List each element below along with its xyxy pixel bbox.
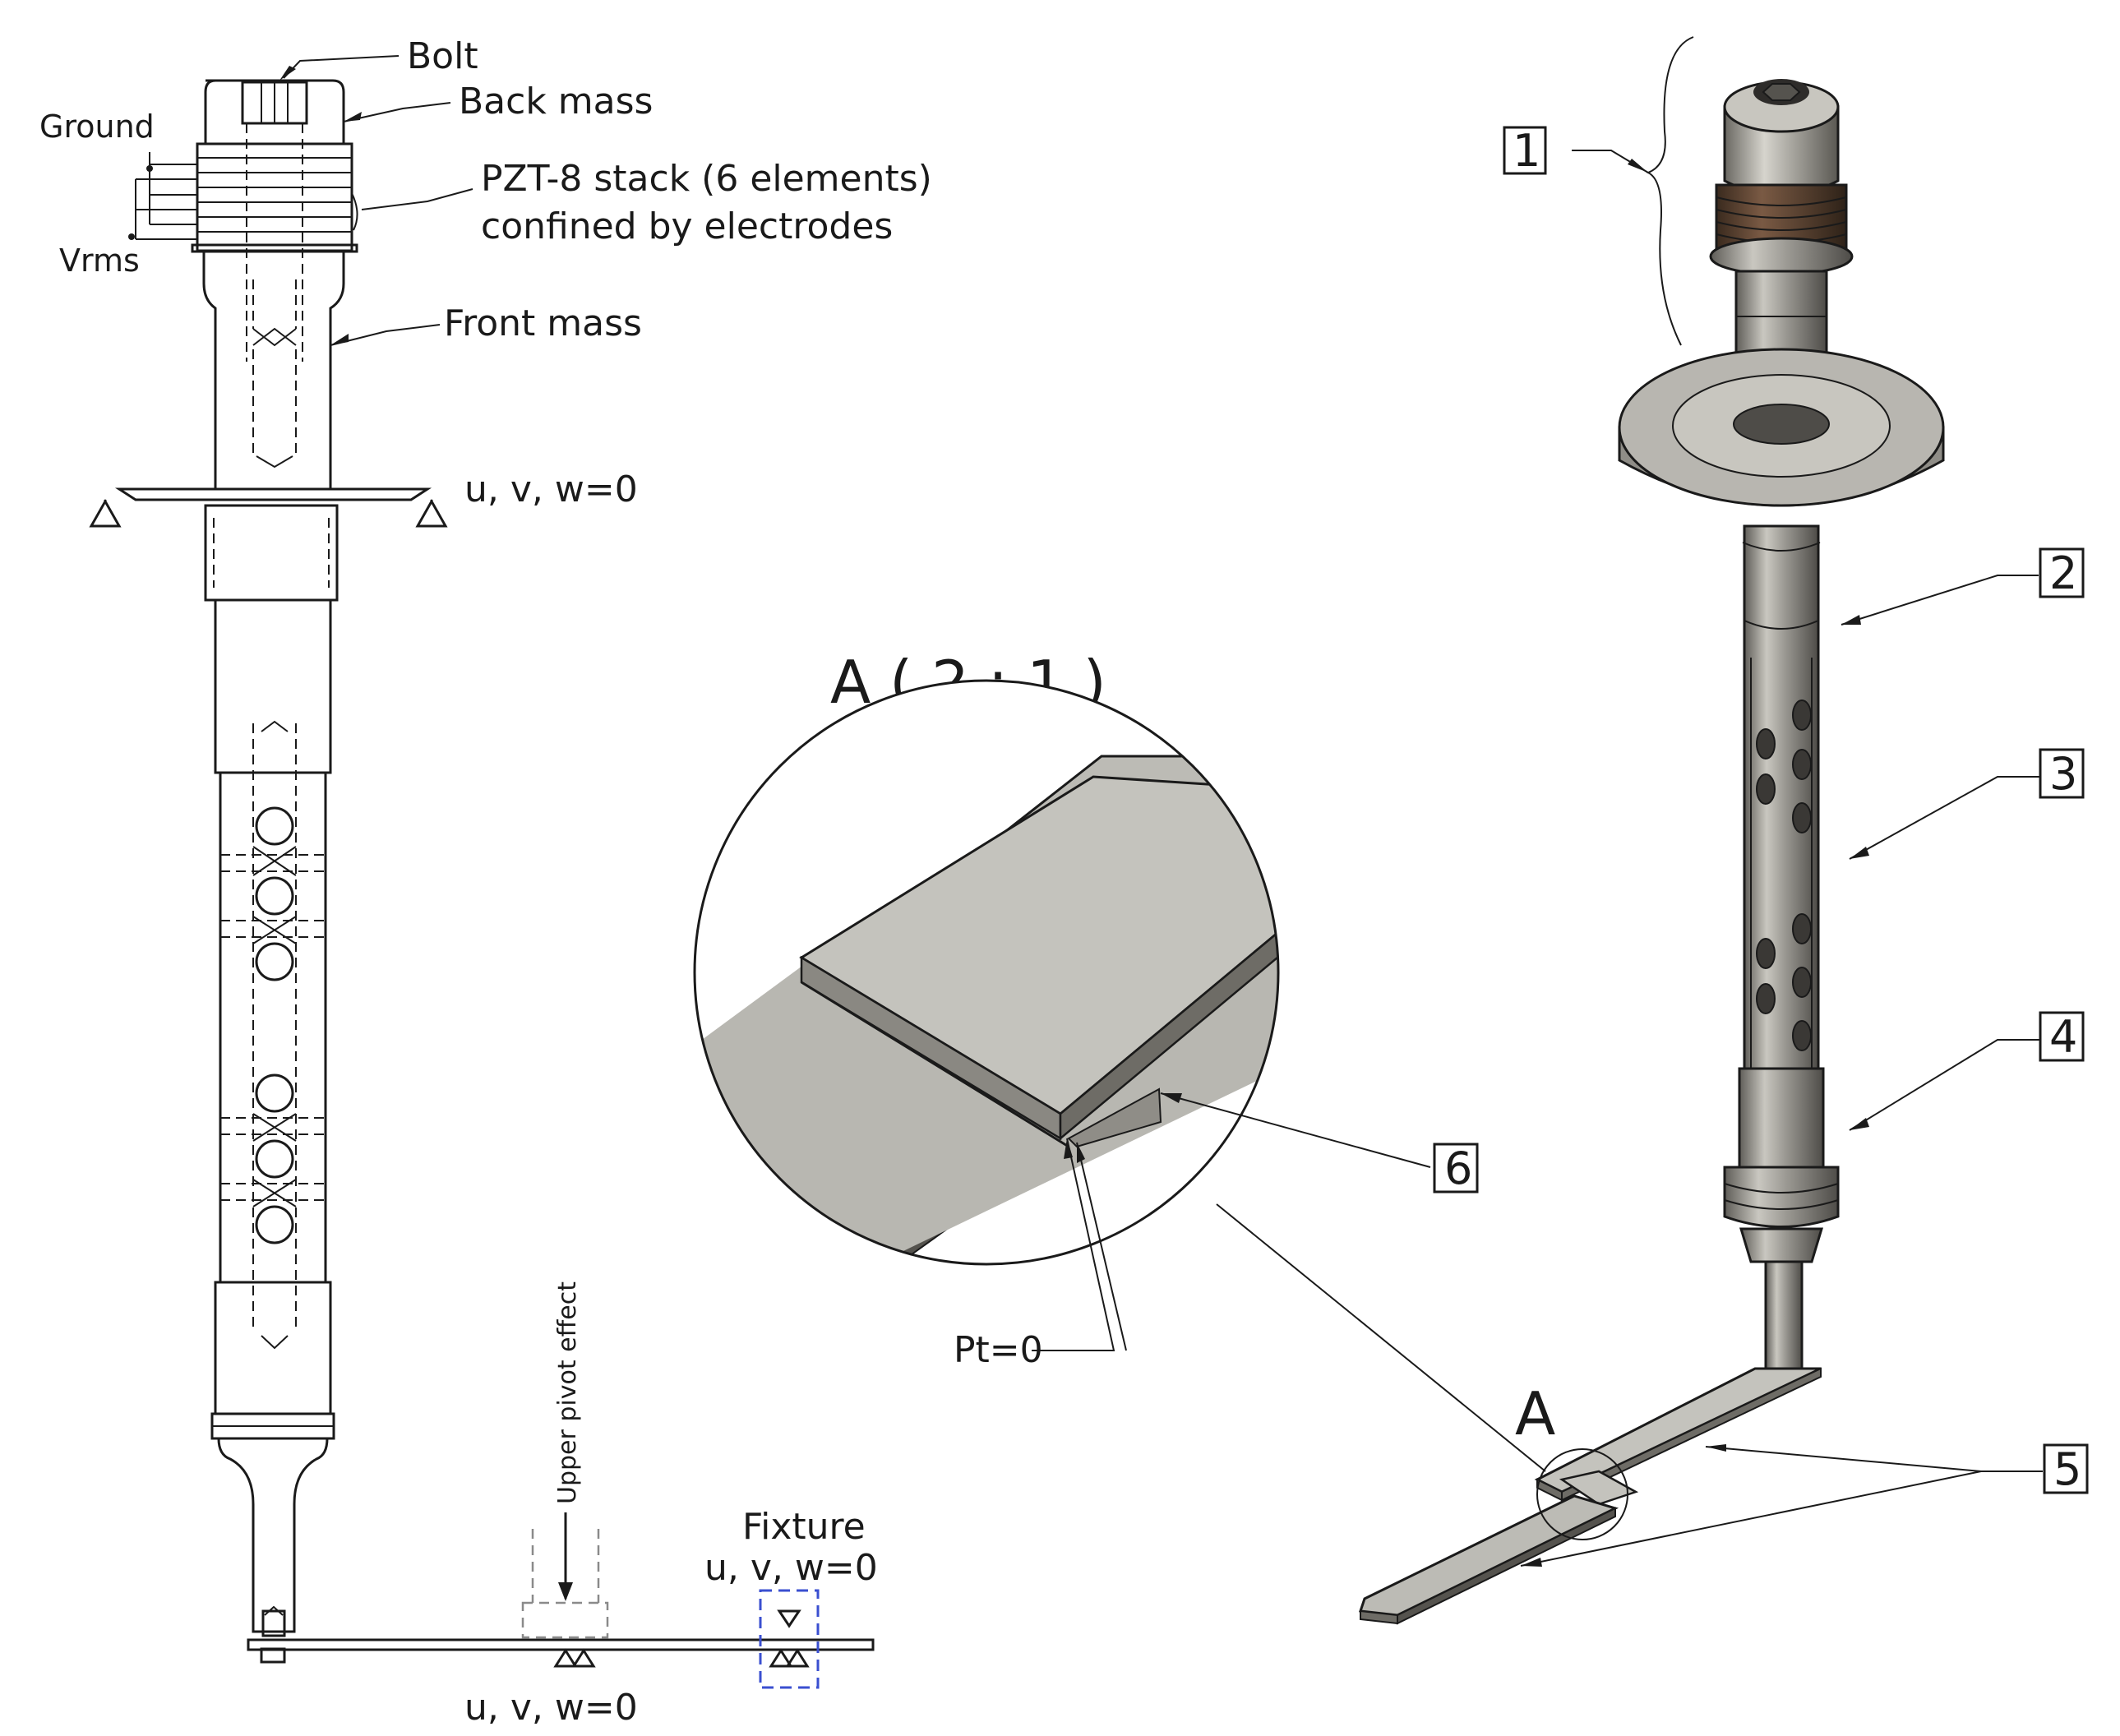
callout-3-text: 3 [2049,748,2077,800]
fixture-label: Fixture [742,1506,866,1548]
detail-view-a: A ( 2 : 1 ) Pt=0 6 [693,648,1479,1371]
callout-6-text: 6 [1444,1143,1472,1194]
front-mass-outline [202,252,345,491]
fixture-bc-label: u, v, w=0 [704,1547,878,1589]
callout-1-text: 1 [1513,125,1540,177]
upper-pivot-indicator [521,1512,609,1639]
callout-2-text: 2 [2049,547,2077,599]
detail-a-letter: A [1515,1379,1555,1448]
electrode-wiring [128,152,197,240]
pzt-stack [191,142,358,253]
bolt-head [241,81,308,125]
callout-2-box [2039,547,2085,598]
horn-shaft [210,598,335,1637]
detail-a-circle [1536,1448,1628,1540]
vrms-label: Vrms [59,242,140,279]
bolt-label: Bolt [407,35,478,77]
upper-pivot-label: Upper pivot effect [553,1281,582,1504]
callout-4-text: 4 [2049,1011,2077,1063]
weld-bead [1067,1087,1162,1148]
callout-4-box [2039,1011,2085,1062]
flange-bc-label: u, v, w=0 [464,469,638,510]
bottom-bc-label: u, v, w=0 [464,1687,638,1729]
callout-3-box [2039,748,2085,799]
pt-zero-label: Pt=0 [954,1329,1043,1371]
thin-rod [1764,1260,1804,1374]
ground-label: Ground [39,108,155,145]
detail-circle [693,679,1280,1266]
callout-6-box [1433,1143,1479,1194]
back-mass-label: Back mass [459,81,653,122]
main-tube [1742,524,1821,1085]
bracket-1 [1646,36,1694,346]
bottom-strip [247,1609,875,1668]
leader-lines-left [279,55,473,346]
callout-5-text: 5 [2053,1443,2081,1495]
flange [89,487,448,602]
screw-cap [1723,79,1840,196]
transducer-section-drawing: Bolt Back mass Ground PZT-8 stack (6 ele… [39,35,932,1729]
callout-1-box [1503,126,1547,175]
flange-disc [1618,348,1945,507]
pzt-stack-label-line1: PZT-8 stack (6 elements) [481,158,932,200]
thread-section [1709,183,1854,276]
assembly-3d-view: A 1 2 3 4 5 [1216,36,2089,1625]
welded-strip [1358,1367,1822,1625]
fixture-box [759,1589,820,1689]
pzt-stack-label-line2: confined by electrodes [481,205,893,247]
callout-5-box [2043,1443,2089,1494]
front-mass-label: Front mass [444,302,642,344]
lower-collar [1723,1067,1840,1263]
